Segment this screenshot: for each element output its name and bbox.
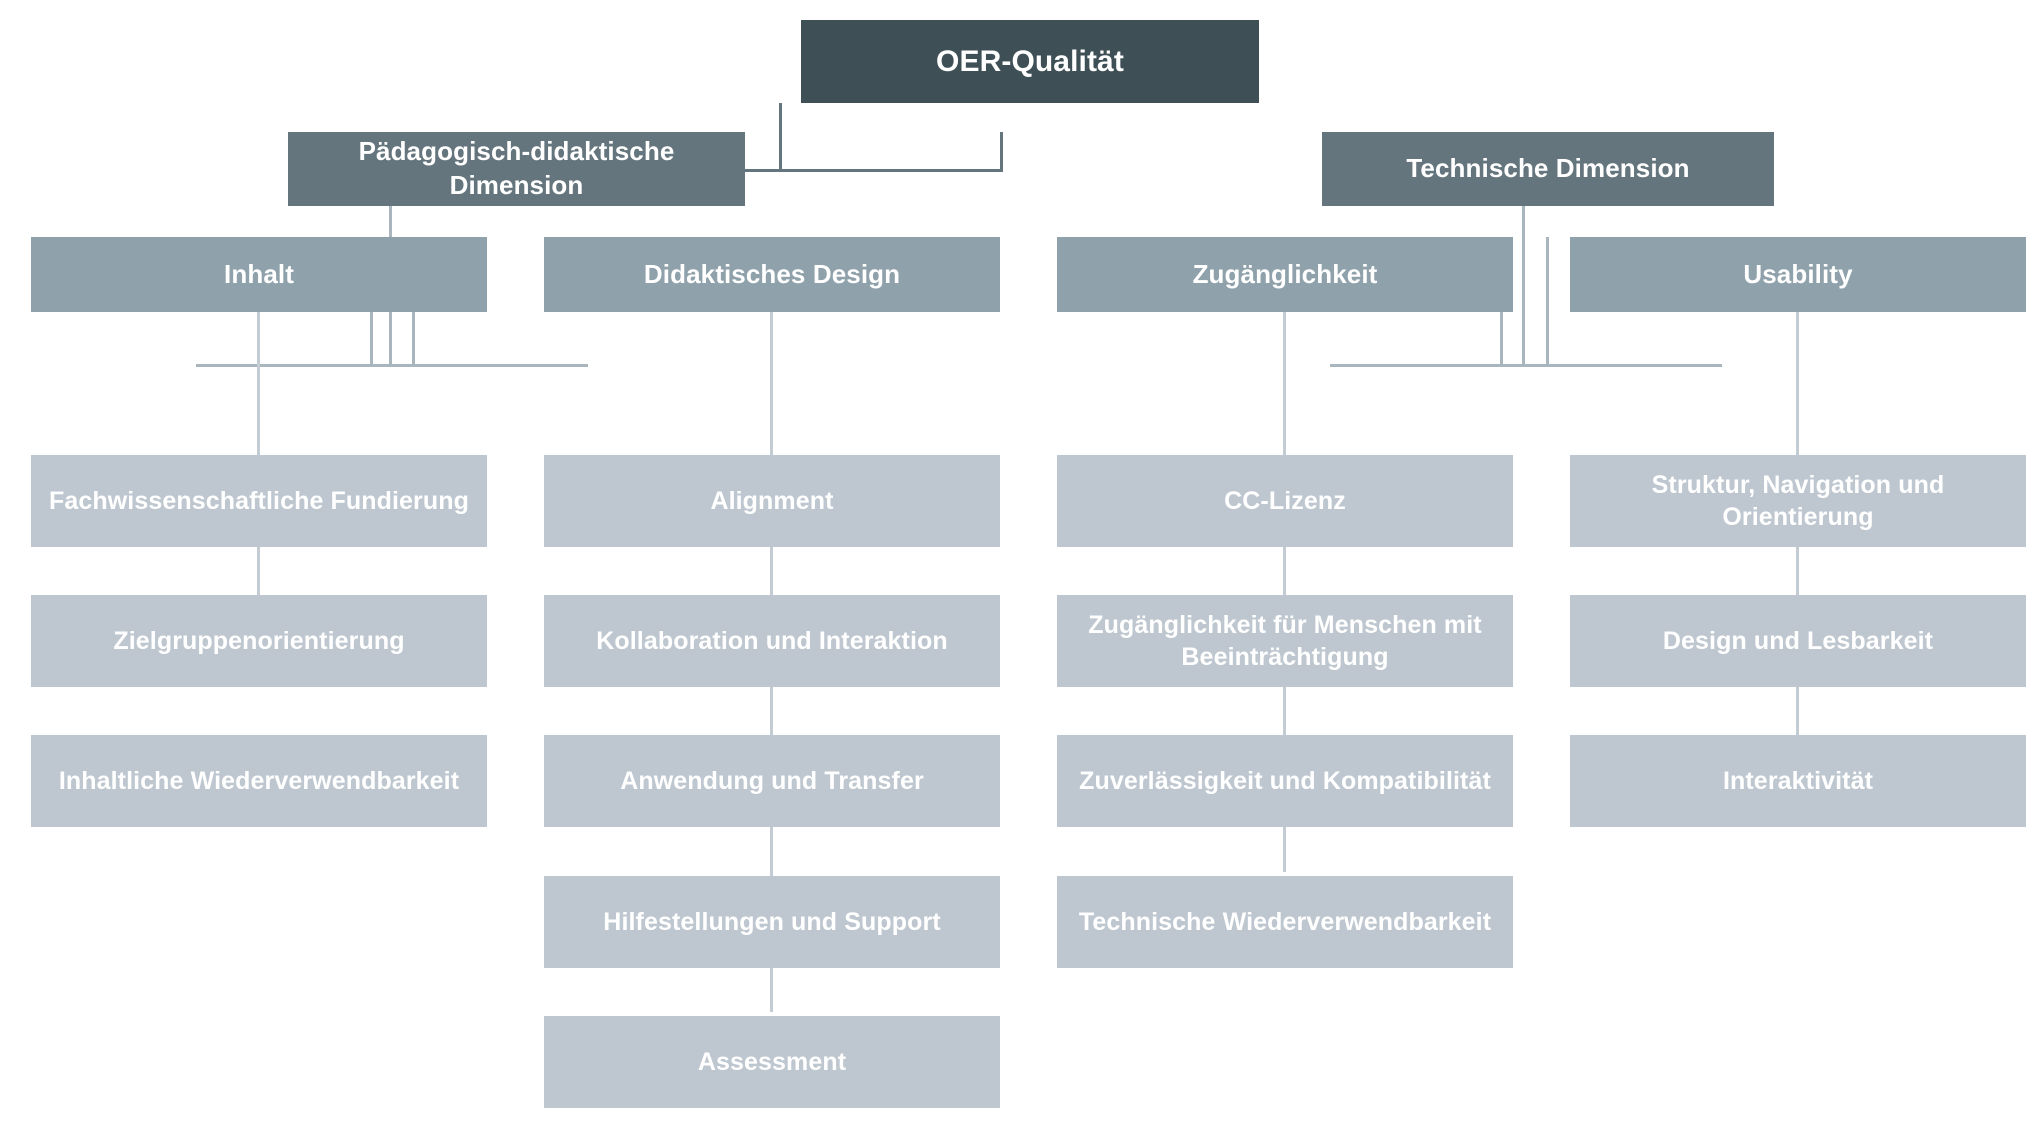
node-label: Hilfestellungen und Support <box>603 907 941 936</box>
node-anwendung-und-transfer[interactable]: Anwendung und Transfer <box>544 735 1000 827</box>
node-label: OER-Qualität <box>936 45 1124 78</box>
node-struktur-navigation-und-orientierung[interactable]: Struktur, Navigation und Orientierung <box>1570 455 2026 547</box>
node-label: Inhalt <box>224 258 294 289</box>
node-didaktisches-design[interactable]: Didaktisches Design <box>544 237 1000 312</box>
connector-dimension-bus <box>563 169 1003 172</box>
node-paedagogisch-didaktische-dimension[interactable]: Pädagogisch-didaktische Dimension <box>288 132 745 206</box>
node-label: Struktur, Navigation und Orientierung <box>1651 470 1945 532</box>
node-label: Inhaltliche Wiederverwendbarkeit <box>58 766 460 795</box>
node-label: Fachwissenschaftliche Fundierung <box>49 486 469 515</box>
node-label: Technische Dimension <box>1406 153 1690 184</box>
node-cc-lizenz[interactable]: CC-Lizenz <box>1057 455 1513 547</box>
node-label: Zugänglichkeit für Menschen mit Beeinträ… <box>1088 610 1482 672</box>
connector-to-usability <box>1546 237 1549 367</box>
node-zuverlaessigkeit-und-kompatibilitaet[interactable]: Zuverlässigkeit und Kompatibilität <box>1057 735 1513 827</box>
node-technische-dimension[interactable]: Technische Dimension <box>1322 132 1774 206</box>
node-design-und-lesbarkeit[interactable]: Design und Lesbarkeit <box>1570 595 2026 687</box>
node-hilfestellungen-und-support[interactable]: Hilfestellungen und Support <box>544 876 1000 968</box>
node-zielgruppenorientierung[interactable]: Zielgruppenorientierung <box>31 595 487 687</box>
connector-to-technische-dimension <box>1000 132 1003 172</box>
connector-zugaenglichkeit-spine <box>1283 312 1286 872</box>
node-label: Design und Lesbarkeit <box>1662 626 1934 655</box>
node-label: Anwendung und Transfer <box>620 766 924 795</box>
node-label: Zugänglichkeit <box>1192 258 1378 289</box>
node-label: Zielgruppenorientierung <box>113 626 405 655</box>
node-label: Assessment <box>697 1047 847 1076</box>
node-assessment[interactable]: Assessment <box>544 1016 1000 1108</box>
node-zugaenglichkeit[interactable]: Zugänglichkeit <box>1057 237 1513 312</box>
node-label: Alignment <box>710 486 834 515</box>
connector-technische-bus <box>1330 364 1722 367</box>
node-fachwissenschaftliche-fundierung[interactable]: Fachwissenschaftliche Fundierung <box>31 455 487 547</box>
node-label: Pädagogisch-didaktische Dimension <box>358 136 675 200</box>
node-technische-wiederverwendbarkeit[interactable]: Technische Wiederverwendbarkeit <box>1057 876 1513 968</box>
node-label: Kollaboration und Interaktion <box>596 626 948 655</box>
node-label: Technische Wiederverwendbarkeit <box>1078 907 1492 936</box>
node-kollaboration-und-interaktion[interactable]: Kollaboration und Interaktion <box>544 595 1000 687</box>
node-label: CC-Lizenz <box>1224 486 1346 515</box>
node-inhalt[interactable]: Inhalt <box>31 237 487 312</box>
connector-paedagogische-bus <box>196 364 588 367</box>
node-label: Usability <box>1743 258 1853 289</box>
node-label: Interaktivität <box>1722 766 1874 795</box>
connector-technische-stem <box>1522 206 1525 366</box>
node-inhaltliche-wiederverwendbarkeit[interactable]: Inhaltliche Wiederverwendbarkeit <box>31 735 487 827</box>
node-usability[interactable]: Usability <box>1570 237 2026 312</box>
node-label: Zuverlässigkeit und Kompatibilität <box>1079 766 1491 795</box>
node-zugaenglichkeit-fuer-menschen-mit-beeintraechtigung[interactable]: Zugänglichkeit für Menschen mit Beeinträ… <box>1057 595 1513 687</box>
connector-root-stem <box>779 103 782 171</box>
node-label: Didaktisches Design <box>643 258 901 289</box>
node-alignment[interactable]: Alignment <box>544 455 1000 547</box>
node-oer-qualitaet[interactable]: OER-Qualität <box>801 20 1259 103</box>
node-interaktivitaet[interactable]: Interaktivität <box>1570 735 2026 827</box>
